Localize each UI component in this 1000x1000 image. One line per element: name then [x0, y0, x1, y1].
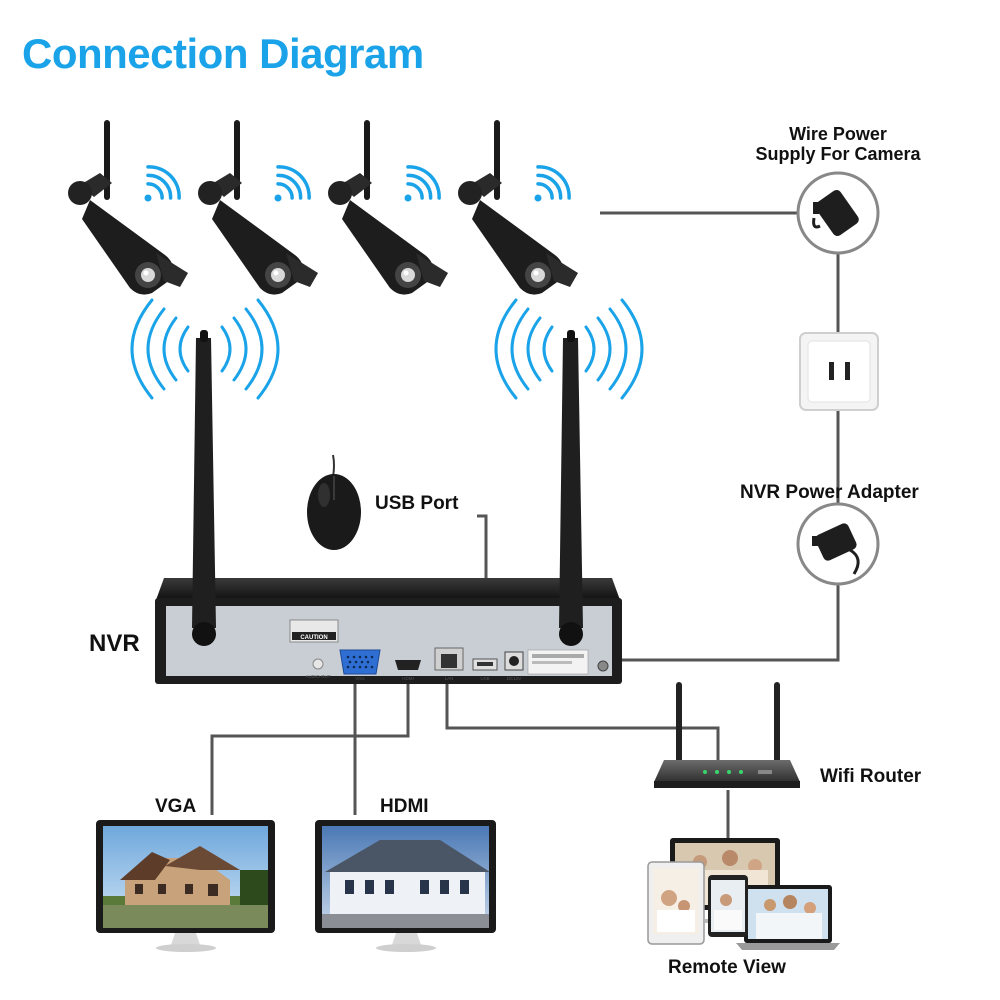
antenna-icon: [559, 330, 583, 646]
hdmi-port-label: HDMI: [402, 676, 414, 681]
lan-line: [445, 670, 720, 760]
wifi-signal-icon: [404, 165, 441, 202]
nvr-power-adapter: [796, 502, 880, 586]
usb-port-label: USB Port: [375, 493, 459, 514]
power-adapter-icon: [812, 523, 860, 575]
audio-out-label: AUDIO OUT: [305, 674, 330, 679]
lan-port-label: LAN: [445, 676, 454, 681]
tablet-icon: [708, 875, 748, 937]
camera-4: [458, 120, 578, 295]
connector-lines: [210, 211, 840, 838]
camera-1: [68, 120, 188, 295]
wire-power-line1: Wire Power: [789, 124, 887, 144]
wifi-signal-icon: [534, 165, 571, 202]
monitor-icon: [96, 820, 275, 952]
dc-port-label: DC12V: [507, 676, 522, 681]
antenna-icon: [192, 330, 216, 646]
router-icon: [654, 682, 800, 788]
wire-power-label: Wire Power Supply For Camera: [740, 124, 936, 164]
wall-outlet-icon: [799, 332, 879, 411]
power-adapter-icon: [812, 189, 859, 237]
camera-2: [198, 120, 318, 295]
camera-power-supply: [796, 171, 880, 255]
vga-port-label: VGA: [355, 676, 365, 681]
usb-mouse-icon: [307, 454, 361, 550]
camera-3: [328, 120, 448, 295]
remote-view-devices: [647, 838, 840, 950]
caution-label: CAUTION: [300, 635, 327, 641]
usb-port-label: USB: [480, 676, 489, 681]
wire-power-line2: Supply For Camera: [755, 144, 921, 164]
nvr-power-adapter-label: NVR Power Adapter: [740, 482, 919, 503]
adapter-to-nvr-line: [600, 584, 840, 662]
vga-label: VGA: [155, 796, 197, 817]
diagram-title: Connection Diagram: [22, 30, 424, 77]
nvr-label: NVR: [89, 630, 140, 657]
laptop-icon: [736, 885, 840, 950]
monitor-icon: [315, 820, 496, 952]
nvr-unit: CAUTION AUDIO OUT: [155, 330, 622, 684]
wifi-router-label: Wifi Router: [820, 766, 922, 787]
wifi-signal-icon: [274, 165, 311, 202]
nvr-wifi-waves: [130, 298, 644, 400]
wifi-signal-icon: [144, 165, 181, 202]
camera-group: [68, 120, 578, 295]
remote-view-label: Remote View: [668, 957, 786, 978]
hdmi-line: [210, 670, 410, 815]
tablet-icon: [647, 861, 705, 945]
hdmi-label: HDMI: [380, 796, 429, 817]
